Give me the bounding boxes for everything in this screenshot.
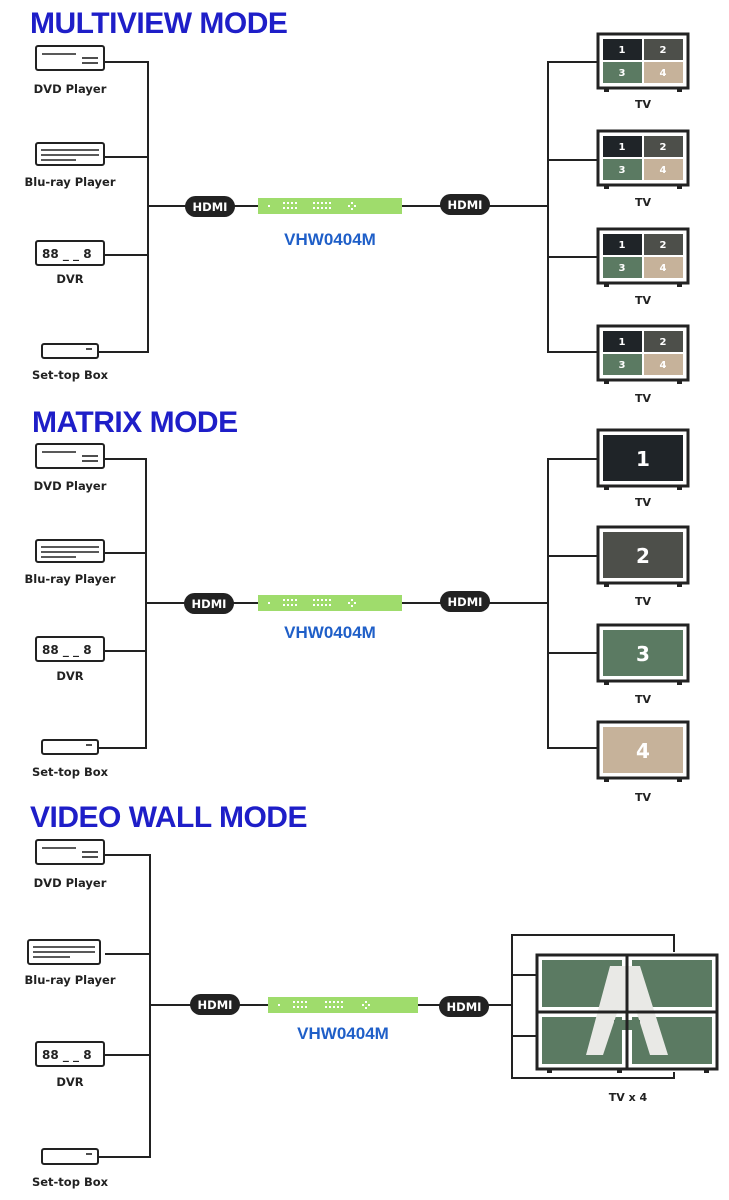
source-label: DVR [56, 669, 83, 683]
hdmi-in-badge: HDMI [184, 593, 234, 614]
svg-text:HDMI: HDMI [447, 1000, 482, 1014]
svg-text:4: 4 [636, 739, 650, 763]
svg-text:2: 2 [660, 45, 667, 56]
svg-text:1: 1 [619, 240, 626, 251]
svg-text:3: 3 [619, 165, 626, 176]
dvd-player-icon [35, 443, 105, 469]
tv-icon: 1 2 3 4 [596, 32, 690, 92]
source-label: DVR [56, 272, 83, 286]
dvr-icon: 88 _ _ 8 [35, 1041, 105, 1067]
svg-text:3: 3 [619, 360, 626, 371]
svg-text:HDMI: HDMI [193, 200, 228, 214]
tv-icon: 1 2 3 4 [596, 227, 690, 287]
hdmi-out-badge: HDMI [440, 194, 490, 215]
dvr-icon: 88 _ _ 8 [35, 240, 105, 266]
svg-text:88 _ _ 8: 88 _ _ 8 [42, 247, 92, 262]
hdmi-out-badge: HDMI [439, 996, 489, 1017]
wall-image-glyph [586, 966, 668, 1055]
svg-text:2: 2 [660, 142, 667, 153]
bluray-player-icon [35, 142, 105, 166]
section-multiview: MULTIVIEW MODE DVD Player Blu-ray Player [25, 7, 690, 405]
bluray-player-icon [27, 939, 101, 965]
svg-text:4: 4 [660, 165, 667, 176]
tv-label: TV [635, 693, 652, 706]
tv-icon: 2 [596, 525, 690, 587]
source-label: Set-top Box [32, 1175, 109, 1189]
source-label: DVD Player [34, 479, 107, 493]
svg-text:3: 3 [636, 642, 650, 666]
set-top-box-icon [41, 343, 99, 359]
hdmi-switch-icon [258, 595, 402, 611]
set-top-box-icon [41, 739, 99, 755]
section-title: MULTIVIEW MODE [30, 7, 287, 40]
hdmi-out-badge: HDMI [440, 591, 490, 612]
tv-icon: 1 2 3 4 [596, 324, 690, 384]
svg-text:4: 4 [660, 68, 667, 79]
dvr-icon: 88 _ _ 8 [35, 636, 105, 662]
hdmi-switch-icon [258, 198, 402, 214]
input-bus [98, 458, 147, 749]
hdmi-in-badge: HDMI [190, 994, 240, 1015]
dvd-player-icon [35, 45, 105, 71]
source-label: Blu-ray Player [25, 572, 116, 586]
dvd-player-icon [35, 839, 105, 865]
svg-text:88 _ _ 8: 88 _ _ 8 [42, 643, 92, 658]
source-label: Blu-ray Player [25, 175, 116, 189]
device-model: VHW0404M [284, 230, 376, 249]
hdmi-in-badge: HDMI [185, 196, 235, 217]
input-bus [98, 854, 151, 1158]
svg-text:2: 2 [636, 544, 650, 568]
svg-text:1: 1 [636, 447, 650, 471]
tv-label: TV [635, 496, 652, 509]
tv-icon [535, 1010, 629, 1071]
source-label: DVD Player [34, 82, 107, 96]
device-model: VHW0404M [297, 1024, 389, 1043]
output-bus [547, 61, 598, 353]
tv-wall-label: TV x 4 [609, 1091, 648, 1104]
svg-text:2: 2 [660, 240, 667, 251]
set-top-box-icon [41, 1148, 99, 1165]
svg-text:HDMI: HDMI [448, 198, 483, 212]
tv-icon: 1 2 3 4 [596, 129, 690, 189]
source-label: Blu-ray Player [25, 973, 116, 987]
tv-label: TV [635, 595, 652, 608]
svg-text:4: 4 [660, 360, 667, 371]
section-title: VIDEO WALL MODE [30, 801, 307, 834]
tv-icon: 1 [596, 428, 690, 490]
section-title: MATRIX MODE [32, 406, 238, 439]
svg-text:1: 1 [619, 142, 626, 153]
svg-text:3: 3 [619, 68, 626, 79]
output-bus [547, 458, 598, 749]
svg-text:1: 1 [619, 45, 626, 56]
source-label: DVR [56, 1075, 83, 1089]
section-video-wall: VIDEO WALL MODE DVD Player Blu-ray Playe… [25, 801, 719, 1189]
bluray-player-icon [35, 539, 105, 563]
tv-label: TV [635, 392, 652, 405]
svg-text:2: 2 [660, 337, 667, 348]
svg-text:88 _ _ 8: 88 _ _ 8 [42, 1048, 92, 1063]
video-wall-icon [535, 953, 719, 1073]
tv-icon: 3 [596, 623, 690, 685]
device-model: VHW0404M [284, 623, 376, 642]
tv-label: TV [635, 791, 652, 804]
source-label: Set-top Box [32, 368, 109, 382]
section-matrix: MATRIX MODE DVD Player Blu-ray Player 88… [25, 406, 690, 804]
tv-label: TV [635, 98, 652, 111]
source-label: Set-top Box [32, 765, 109, 779]
tv-icon: 4 [596, 720, 690, 782]
svg-text:3: 3 [619, 263, 626, 274]
tv-label: TV [635, 196, 652, 209]
svg-text:1: 1 [619, 337, 626, 348]
input-bus [98, 61, 149, 353]
wall-bus [511, 934, 675, 1079]
svg-text:4: 4 [660, 263, 667, 274]
source-label: DVD Player [34, 876, 107, 890]
tv-label: TV [635, 294, 652, 307]
svg-text:HDMI: HDMI [448, 595, 483, 609]
svg-text:HDMI: HDMI [192, 597, 227, 611]
svg-text:HDMI: HDMI [198, 998, 233, 1012]
hdmi-switch-icon [268, 997, 418, 1013]
